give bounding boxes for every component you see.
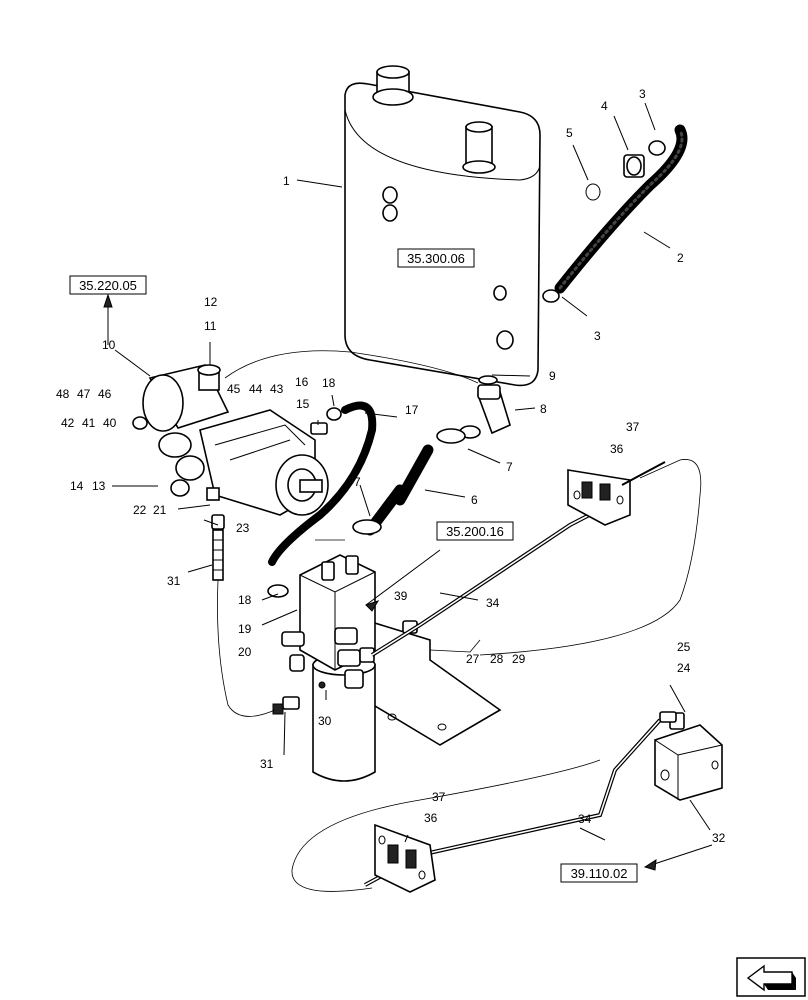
callout-12: 12 <box>204 295 218 309</box>
callout-43: 43 <box>270 382 284 396</box>
callout-47: 47 <box>77 387 91 401</box>
callout-labels: 1 2 3 3 4 5 6 7 7 8 9 10 11 12 13 14 15 … <box>56 87 726 845</box>
callout-34-upper: 34 <box>486 596 500 610</box>
callout-37-upper: 37 <box>626 420 640 434</box>
reference-valve: 35.200.16 <box>446 524 504 539</box>
hydraulic-tank <box>344 65 541 387</box>
callout-23: 23 <box>236 521 250 535</box>
callout-25: 25 <box>677 640 691 654</box>
suction-elbow <box>459 384 511 439</box>
o-ring-5 <box>585 183 601 201</box>
reference-tank-box: 35.300.06 <box>397 248 475 268</box>
callout-20: 20 <box>238 645 252 659</box>
routing-lines <box>217 350 702 892</box>
callout-5: 5 <box>566 126 573 140</box>
reference-pump: 35.220.05 <box>79 278 137 293</box>
callout-36-upper: 36 <box>610 442 624 456</box>
valve-mounting-bracket <box>364 618 502 746</box>
hose-clamp-3-upper <box>648 140 666 156</box>
fitting-23 <box>211 514 225 530</box>
pressure-hose-17 <box>268 401 377 566</box>
control-valve-32 <box>654 711 723 801</box>
callout-13: 13 <box>92 479 106 493</box>
callout-9: 9 <box>549 369 556 383</box>
control-tube-upper <box>370 510 596 657</box>
callout-3-lower: 3 <box>594 329 601 343</box>
callout-1: 1 <box>283 174 290 188</box>
callout-18-lower: 18 <box>238 593 252 607</box>
callout-3-upper: 3 <box>639 87 646 101</box>
callout-27: 27 <box>466 652 480 666</box>
reference-arrows <box>103 293 657 871</box>
callout-29: 29 <box>512 652 526 666</box>
callout-37-lower: 37 <box>432 790 446 804</box>
callout-22: 22 <box>133 503 147 517</box>
callout-28: 28 <box>490 652 504 666</box>
callout-45: 45 <box>227 382 241 396</box>
callout-32: 32 <box>712 831 726 845</box>
callout-18-upper: 18 <box>322 376 336 390</box>
callout-24: 24 <box>677 661 691 675</box>
clamp-7-lower <box>352 519 382 535</box>
fitting-15 <box>310 422 328 435</box>
callout-16: 16 <box>295 375 309 389</box>
callout-44: 44 <box>249 382 263 396</box>
drain-plug-30 <box>318 681 326 689</box>
tube-clip-36-lower <box>374 823 436 893</box>
hose-clamp-3-lower <box>542 289 560 303</box>
callout-34-lower: 34 <box>578 812 592 826</box>
callout-10: 10 <box>102 338 116 352</box>
callout-39: 39 <box>394 589 408 603</box>
callout-7-left: 7 <box>354 475 361 489</box>
tube-clip-36-upper <box>567 461 666 526</box>
callout-2: 2 <box>677 251 684 265</box>
callout-14: 14 <box>70 479 84 493</box>
callout-19: 19 <box>238 622 252 636</box>
return-hose <box>554 124 688 294</box>
callout-7-right: 7 <box>506 460 513 474</box>
clamp-18-top <box>326 407 342 421</box>
leader-lines <box>107 102 713 868</box>
callout-41: 41 <box>82 416 96 430</box>
callout-4: 4 <box>601 99 608 113</box>
callout-21: 21 <box>153 503 167 517</box>
callout-17: 17 <box>405 403 419 417</box>
suction-hose-6 <box>364 444 434 536</box>
callout-42: 42 <box>61 416 75 430</box>
reference-tank: 35.300.06 <box>407 251 465 266</box>
fitting-4 <box>623 154 645 178</box>
control-valve-block <box>281 554 376 689</box>
clamp-7-upper <box>436 428 466 444</box>
callout-36-lower: 36 <box>424 811 438 825</box>
reference-valve-box: 35.200.16 <box>436 521 514 541</box>
case-drain-line-31 <box>212 529 224 581</box>
callout-6: 6 <box>471 493 478 507</box>
callout-8: 8 <box>540 402 547 416</box>
reference-control-box: 39.110.02 <box>560 863 638 883</box>
clamp-18-lower <box>267 584 289 598</box>
next-page-arrow-icon[interactable] <box>736 957 806 997</box>
reference-pump-box: 35.220.05 <box>69 275 147 295</box>
callout-31-upper: 31 <box>167 574 181 588</box>
reference-control: 39.110.02 <box>571 866 628 881</box>
fitting-31-lower <box>272 696 300 715</box>
hydraulic-pump <box>132 364 329 516</box>
callout-30: 30 <box>318 714 332 728</box>
callout-31-lower: 31 <box>260 757 274 771</box>
callout-48: 48 <box>56 387 70 401</box>
callout-15: 15 <box>296 397 310 411</box>
callout-40: 40 <box>103 416 117 430</box>
callout-46: 46 <box>98 387 112 401</box>
callout-11: 11 <box>204 319 217 333</box>
